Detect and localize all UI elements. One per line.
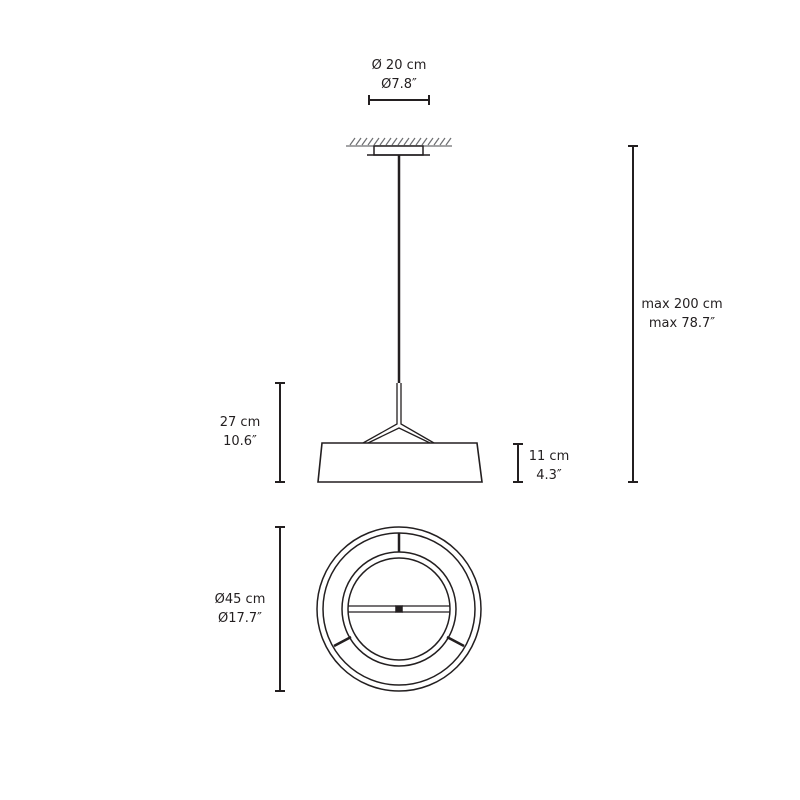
lamp-height-label: 27 cm 10.6″ <box>205 413 275 451</box>
lamp-shade-side-view <box>317 442 483 483</box>
shade-height-imperial: 4.3″ <box>536 468 562 483</box>
ceiling-hatch-icon <box>346 137 452 147</box>
max-length-metric: max 200 cm <box>641 297 723 312</box>
canopy-diameter-label: Ø 20 cm Ø7.8″ <box>359 56 439 94</box>
lamp-stem <box>362 383 435 444</box>
shade-height-dimension <box>513 443 523 483</box>
shade-diameter-metric: Ø45 cm <box>214 592 266 607</box>
canopy-diameter-imperial: Ø7.8″ <box>381 77 417 92</box>
max-length-label: max 200 cm max 78.7″ <box>632 295 732 333</box>
shade-diameter-dimension <box>275 526 285 692</box>
shade-diameter-label: Ø45 cm Ø17.7″ <box>200 590 280 628</box>
shade-diameter-imperial: Ø17.7″ <box>217 611 263 626</box>
lamp-height-metric: 27 cm <box>219 415 261 430</box>
canopy-diameter-dimension <box>368 95 430 105</box>
lamp-top-view <box>316 526 482 692</box>
canopy-diameter-metric: Ø 20 cm <box>371 58 427 73</box>
shade-height-label: 11 cm 4.3″ <box>521 447 577 485</box>
max-length-imperial: max 78.7″ <box>648 316 716 331</box>
canopy <box>367 145 430 156</box>
shade-height-metric: 11 cm <box>528 449 570 464</box>
lamp-height-imperial: 10.6″ <box>223 434 257 449</box>
max-length-dimension <box>628 145 638 483</box>
lamp-height-dimension <box>275 382 285 483</box>
